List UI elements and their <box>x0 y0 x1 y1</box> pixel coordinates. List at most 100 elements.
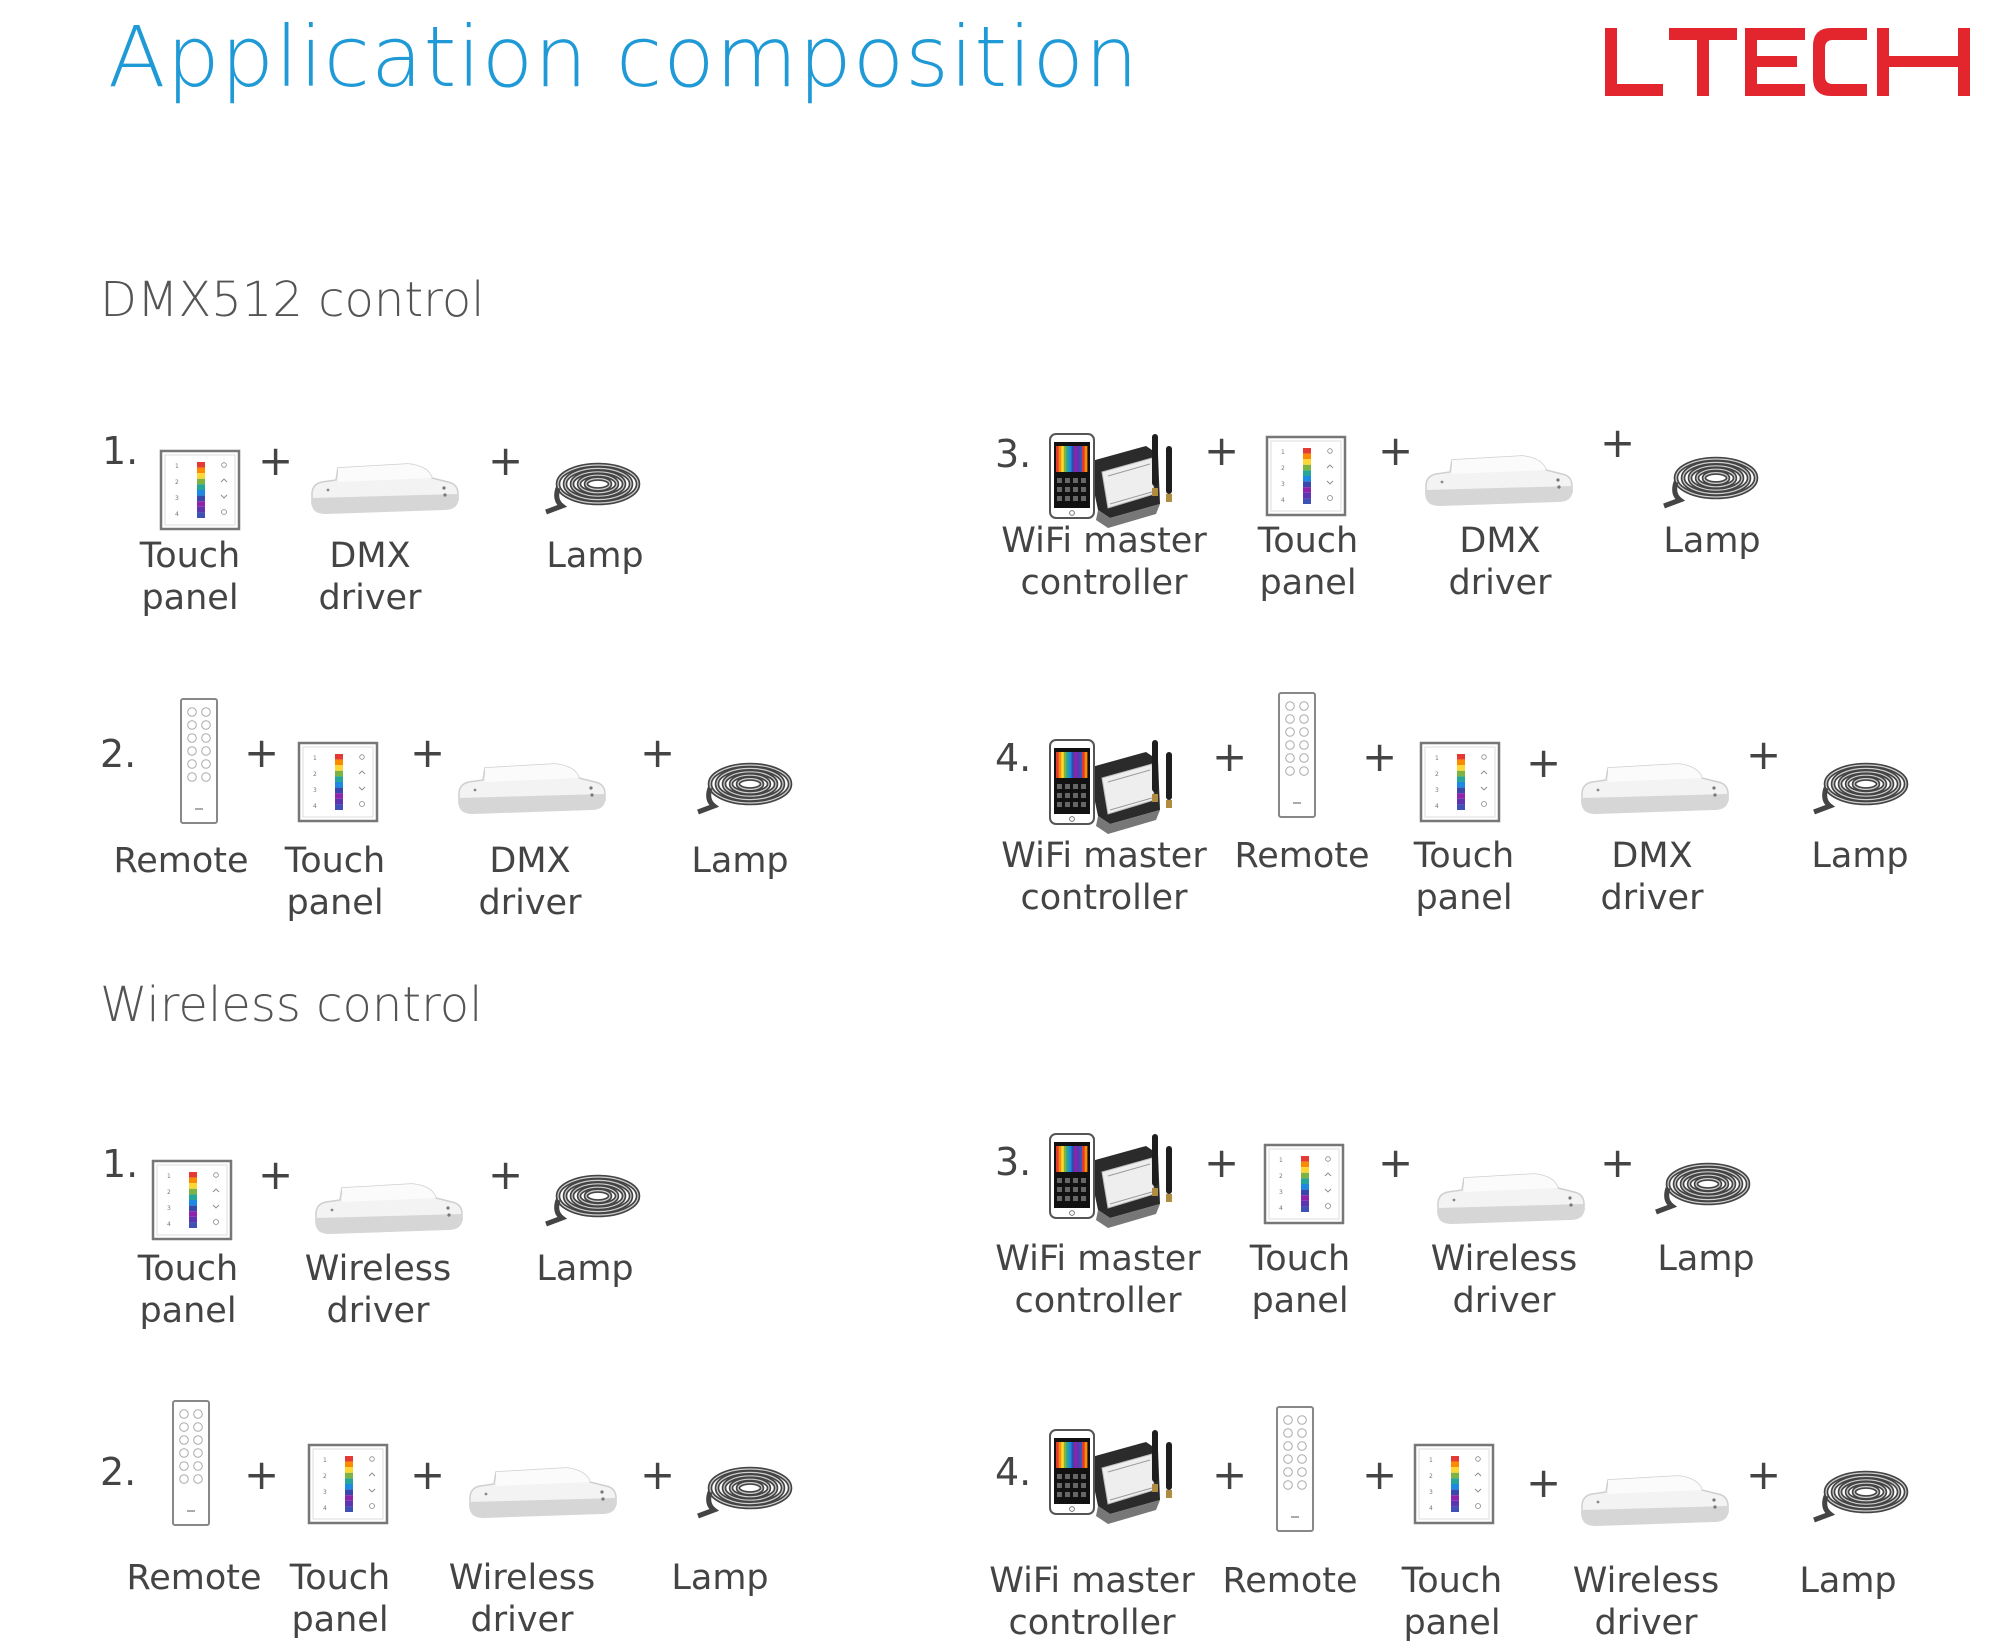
label-line: panel <box>139 1291 237 1331</box>
svg-text:3: 3 <box>1279 1189 1283 1196</box>
dmx-row-2-label-1: Remote <box>113 840 248 882</box>
driver-box-icon <box>1422 450 1576 508</box>
dmx-row-2-plus-sign: + <box>410 728 446 777</box>
wifi-controller-icon <box>1048 738 1178 838</box>
dmx-row-3-number: 3. <box>995 432 1032 476</box>
led-strip-reel-icon <box>545 1170 648 1227</box>
svg-text:3: 3 <box>313 787 317 794</box>
label-line: panel <box>1415 878 1513 918</box>
dmx-row-4-plus-sign: + <box>1362 732 1398 781</box>
svg-text:1: 1 <box>1435 755 1439 762</box>
label-line: Touch <box>284 841 386 881</box>
label-line: DMX <box>329 536 411 576</box>
svg-text:3: 3 <box>1281 481 1285 488</box>
label-line: Touch <box>1413 836 1515 876</box>
wireless-row-4-label-5: Lamp <box>1799 1560 1896 1602</box>
wireless-row-3-plus-sign: + <box>1378 1138 1414 1187</box>
label-line: driver <box>470 1600 574 1640</box>
label-line: panel <box>291 1600 389 1640</box>
label-line: driver <box>1448 563 1552 603</box>
dmx-row-1-plus-sign: + <box>258 436 294 485</box>
wireless-row-2-plus-sign: + <box>640 1450 676 1499</box>
dmx-row-3-label-4: Lamp <box>1663 520 1760 562</box>
svg-text:3: 3 <box>175 495 179 502</box>
wireless-row-2-label-4: Lamp <box>671 1557 768 1599</box>
label-line: driver <box>318 578 422 618</box>
section-title-dmx: DMX512 control <box>100 272 485 328</box>
driver-box-icon <box>466 1462 620 1520</box>
wifi-controller-icon <box>1048 1428 1178 1528</box>
svg-text:2: 2 <box>1429 1473 1433 1480</box>
svg-text:1: 1 <box>1429 1457 1433 1464</box>
ltech-logo <box>1605 28 1970 96</box>
wireless-row-2-plus-sign: + <box>410 1450 446 1499</box>
label-line: driver <box>1600 878 1704 918</box>
dmx-row-3-plus-sign: + <box>1378 426 1414 475</box>
svg-text:4: 4 <box>1429 1505 1433 1512</box>
driver-box-icon <box>308 458 462 516</box>
led-strip-reel-icon <box>545 458 648 515</box>
label-line: Touch <box>1249 1239 1351 1279</box>
label-line: Touch <box>1257 521 1359 561</box>
wireless-row-3-label-4: Lamp <box>1657 1238 1754 1280</box>
led-strip-reel-icon <box>697 1462 800 1519</box>
svg-text:1: 1 <box>1281 449 1285 456</box>
svg-text:1: 1 <box>323 1457 327 1464</box>
svg-text:1: 1 <box>167 1173 171 1180</box>
label-line: Wireless <box>448 1558 596 1598</box>
label-line: panel <box>1259 563 1357 603</box>
dmx-row-1-label-3: Lamp <box>546 535 643 577</box>
label-line: Remote <box>1222 1561 1358 1601</box>
touch-panel-icon: 1 2 3 4 <box>159 449 241 531</box>
led-strip-reel-icon <box>1813 1466 1916 1523</box>
svg-text:4: 4 <box>1279 1205 1283 1212</box>
label-line: Lamp <box>1657 1239 1755 1279</box>
label-line: WiFi master <box>995 1239 1201 1279</box>
page-title: Application composition <box>108 8 1140 106</box>
dmx-row-2-plus-sign: + <box>244 728 280 777</box>
svg-text:2: 2 <box>323 1473 327 1480</box>
dmx-row-1-number: 1. <box>102 429 139 473</box>
wireless-row-1-number: 1. <box>102 1142 139 1186</box>
label-line: Wireless <box>1430 1239 1578 1279</box>
wireless-row-4-label-2: Remote <box>1222 1560 1357 1602</box>
label-line: DMX <box>1459 521 1541 561</box>
label-line: Lamp <box>1811 836 1909 876</box>
wireless-row-1-plus-sign: + <box>488 1150 524 1199</box>
label-line: panel <box>286 883 384 923</box>
label-line: Touch <box>1401 1561 1503 1601</box>
svg-text:2: 2 <box>313 771 317 778</box>
dmx-row-4-label-2: Remote <box>1234 835 1369 877</box>
svg-text:1: 1 <box>175 463 179 470</box>
svg-text:2: 2 <box>175 479 179 486</box>
driver-box-icon <box>1578 758 1732 816</box>
svg-text:3: 3 <box>323 1489 327 1496</box>
svg-text:2: 2 <box>1279 1173 1283 1180</box>
led-strip-reel-icon <box>1663 452 1766 509</box>
led-strip-reel-icon <box>697 758 800 815</box>
label-line: controller <box>1020 878 1188 918</box>
label-line: Remote <box>113 841 249 881</box>
driver-box-icon <box>312 1178 466 1236</box>
label-line: driver <box>1452 1281 1556 1321</box>
svg-text:1: 1 <box>313 755 317 762</box>
svg-text:4: 4 <box>1435 803 1439 810</box>
label-line: controller <box>1014 1281 1182 1321</box>
remote-icon <box>180 698 218 824</box>
svg-text:4: 4 <box>175 511 179 518</box>
wireless-row-1-label-3: Lamp <box>536 1248 633 1290</box>
wireless-row-4-plus-sign: + <box>1362 1450 1398 1499</box>
